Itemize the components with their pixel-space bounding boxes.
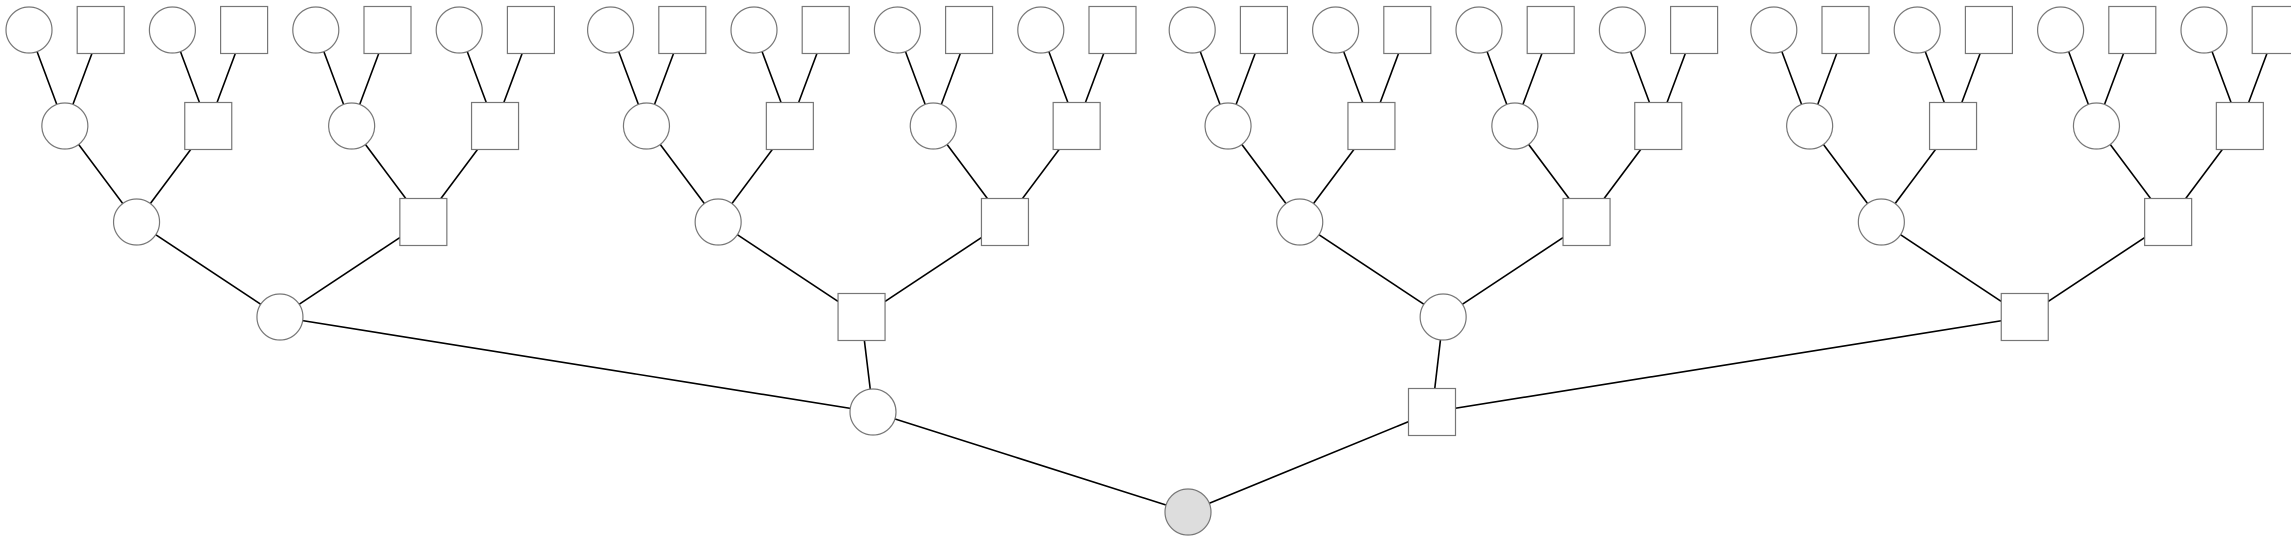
- proband-mother-father-father-circle-node: [1276, 198, 1324, 246]
- proband-mother-mother-mother-father-father-circle-node: [2037, 6, 2085, 54]
- proband-mother-square-node: [1407, 387, 1457, 437]
- proband-father-father-father-circle-node: [112, 198, 161, 246]
- proband-mother-mother-mother-father-circle-node: [2072, 102, 2121, 150]
- proband-father-mother-father-mother-mother-square-node: [801, 5, 850, 55]
- proband-mother-father-mother-father-mother-square-node: [1526, 5, 1575, 55]
- proband-mother-mother-father-circle-node: [1857, 198, 1905, 246]
- proband-mother-father-father-mother-square-node: [1347, 101, 1396, 151]
- proband-father-circle-node: [849, 388, 897, 436]
- edge-father-father-to-father: [136, 221, 281, 318]
- proband-father-mother-father-mother-square-node: [765, 101, 814, 151]
- proband-father-mother-mother-father-father-circle-node: [873, 6, 922, 54]
- proband-mother-mother-father-mother-father-circle-node: [1893, 6, 1941, 54]
- proband-father-mother-father-father-father-circle-node: [586, 6, 635, 54]
- proband-mother-father-mother-square-node: [1562, 197, 1611, 247]
- proband-father-mother-father-mother-father-circle-node: [730, 6, 778, 54]
- proband-mother-father-mother-mother-mother-square-node: [1669, 5, 1719, 55]
- proband-father-father-circle-node: [256, 293, 304, 341]
- proband-father-mother-mother-father-circle-node: [909, 102, 957, 150]
- proband-mother-mother-father-father-mother-square-node: [1821, 5, 1870, 55]
- proband-mother-father-father-father-circle-node: [1204, 102, 1252, 150]
- edge-to-mother: [1187, 411, 1433, 513]
- proband-father-mother-mother-mother-square-node: [1052, 101, 1101, 151]
- proband-mother-father-mother-father-father-circle-node: [1455, 6, 1503, 54]
- proband-circle-node: [1164, 488, 1212, 536]
- proband-mother-mother-mother-mother-mother-square-node: [2251, 5, 2291, 55]
- proband-father-mother-mother-mother-father-circle-node: [1017, 6, 1065, 54]
- proband-mother-mother-mother-mother-father-circle-node: [2180, 6, 2228, 54]
- edge-mother-to-mother: [1431, 316, 2025, 413]
- proband-father-father-mother-square-node: [399, 197, 448, 247]
- proband-mother-mother-father-mother-square-node: [1928, 101, 1978, 151]
- proband-mother-mother-square-node: [2000, 292, 2049, 342]
- proband-mother-father-father-mother-father-circle-node: [1311, 6, 1360, 54]
- edge-mother-father-to-father: [1299, 221, 1444, 318]
- proband-father-mother-mother-mother-mother-square-node: [1088, 5, 1137, 55]
- proband-father-mother-square-node: [837, 292, 886, 342]
- proband-father-father-mother-mother-father-circle-node: [435, 6, 483, 54]
- proband-mother-father-father-father-father-circle-node: [1168, 6, 1216, 54]
- proband-mother-mother-mother-father-mother-square-node: [2108, 5, 2157, 55]
- proband-mother-mother-mother-mother-square-node: [2215, 101, 2264, 151]
- pedigree-nodes: [5, 5, 2291, 536]
- proband-father-father-father-father-father-circle-node: [5, 6, 53, 54]
- proband-father-father-father-mother-father-circle-node: [148, 6, 196, 54]
- proband-father-father-father-mother-square-node: [184, 101, 233, 151]
- proband-father-father-mother-mother-square-node: [470, 101, 520, 151]
- proband-father-father-father-father-mother-square-node: [76, 5, 125, 55]
- proband-mother-father-mother-mother-square-node: [1634, 101, 1683, 151]
- proband-mother-father-father-mother-mother-square-node: [1383, 5, 1432, 55]
- proband-father-mother-mother-square-node: [980, 197, 1030, 247]
- proband-father-father-father-father-circle-node: [41, 102, 89, 150]
- proband-mother-mother-mother-square-node: [2144, 197, 2193, 247]
- proband-mother-mother-father-father-father-circle-node: [1750, 6, 1798, 54]
- proband-father-mother-father-father-mother-square-node: [658, 5, 707, 55]
- proband-father-mother-mother-father-mother-square-node: [944, 5, 994, 55]
- proband-mother-father-circle-node: [1419, 293, 1467, 341]
- proband-mother-father-mother-father-circle-node: [1491, 102, 1539, 150]
- proband-father-father-mother-mother-mother-square-node: [506, 5, 555, 55]
- proband-father-father-mother-father-mother-square-node: [363, 5, 412, 55]
- edge-to-father: [872, 411, 1189, 513]
- proband-mother-mother-father-mother-mother-square-node: [1964, 5, 2014, 55]
- proband-mother-father-mother-mother-father-circle-node: [1598, 6, 1647, 54]
- proband-father-father-mother-father-father-circle-node: [292, 6, 340, 54]
- proband-father-father-mother-father-circle-node: [328, 102, 376, 150]
- edge-father-to-father: [279, 316, 874, 413]
- proband-father-mother-father-circle-node: [694, 198, 742, 246]
- proband-mother-father-father-father-mother-square-node: [1239, 5, 1289, 55]
- proband-father-mother-father-father-circle-node: [622, 102, 671, 150]
- proband-mother-mother-father-father-circle-node: [1786, 102, 1834, 150]
- proband-father-father-father-mother-mother-square-node: [220, 5, 269, 55]
